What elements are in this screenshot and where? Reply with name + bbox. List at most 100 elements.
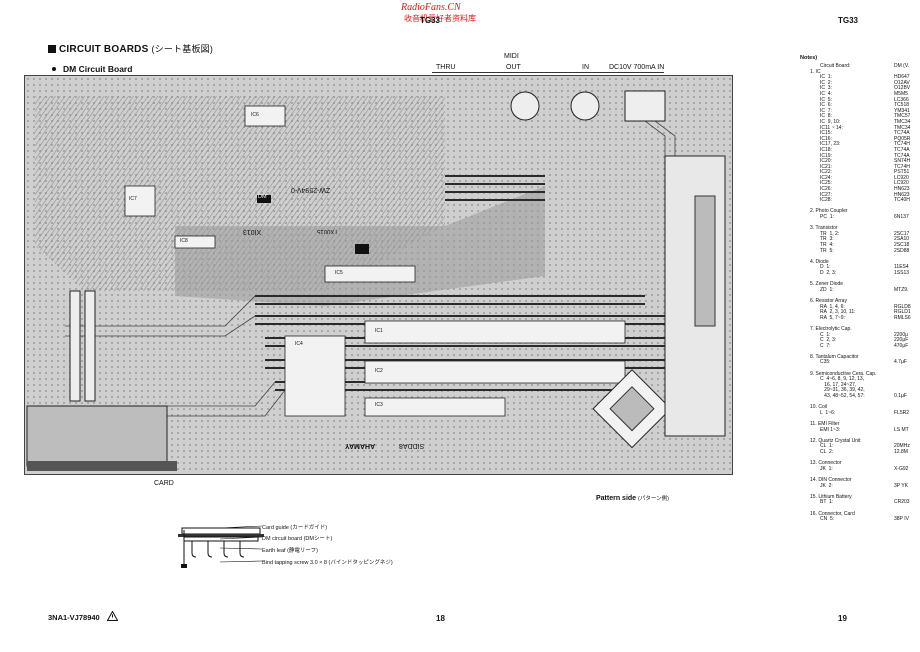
notes-row: 4. Diode [808, 259, 920, 266]
notes-row: Circuit Board:DM (V. [808, 63, 920, 70]
notes-row: C 1:2200μ [808, 332, 920, 339]
notes-row: D 2, 3:1SS13 [808, 270, 920, 277]
notes-row-label: 7. Electrolytic Cap. [810, 325, 852, 332]
silk-sidda8: SIDDA8 [399, 442, 425, 449]
notes-row: C 4~6, 8, 9, 12, 13, [808, 377, 920, 383]
card-label: CARD [154, 480, 174, 487]
notes-row-label: IC 2: [820, 79, 832, 86]
warning-triangle-icon [106, 610, 119, 621]
notes-row-label: 2. Photo Coupler [810, 208, 848, 215]
notes-row: IC 3:O12BV [808, 86, 920, 92]
notes-row-label: 15. Lithium Battery [810, 493, 852, 500]
notes-row-label: TR 5: [820, 247, 834, 254]
bullet-square-icon [48, 45, 56, 53]
silk-zw: ZW-2594V-0 [291, 186, 331, 193]
notes-row-value: LC366 [894, 96, 909, 103]
notes-row-value: 2SA10 [894, 236, 910, 243]
notes-row-label: IC15: [820, 130, 832, 137]
notes-row: 16. Connector, Card [808, 511, 920, 518]
notes-row-label: TR 3: [820, 236, 834, 243]
notes-row-value: X-G92 [894, 465, 909, 472]
notes-row-value: TMC34 [894, 118, 911, 125]
notes-row-label: IC 6: [820, 102, 832, 109]
notes-row: TR 1, 2:2SC17 [808, 231, 920, 238]
notes-row-label: RA 5, 7~9: [820, 314, 845, 321]
notes-row: 13. Connector [808, 461, 920, 467]
notes-row-label: 11. EMI Filter [810, 421, 840, 427]
connector-divider [432, 72, 664, 73]
notes-row-value: LS MT [894, 426, 909, 433]
notes-row-value: 4.7μF [894, 359, 907, 366]
notes-row-label: EMI 1~3: [820, 426, 841, 433]
notes-row-label: 14. DIN Connector [810, 476, 852, 483]
notes-row-label: IC28: [820, 197, 832, 204]
notes-row-label: 12. Quartz Crystal Unit [810, 437, 861, 444]
notes-row-label: CL 2: [820, 448, 834, 455]
notes-row: IC22:PST51 [808, 170, 920, 176]
notes-row-label: 43, 48~52, 54, 57: [820, 393, 865, 400]
notes-row: IC28: TC40H [808, 198, 920, 204]
notes-row-label: JK 1: [820, 465, 833, 472]
notes-row-label: CN 5: [820, 516, 835, 523]
pattern-side-label: Pattern side (パターン側) [596, 494, 669, 502]
notes-row: 9. Semiconductive Cera. Cap. [808, 371, 920, 378]
notes-row-label: PC 1: [820, 214, 834, 221]
notes-row-label: IC 1: [820, 74, 832, 81]
model-right: TG33 [838, 16, 859, 25]
notes-row: ZD 1:MTZ9. [808, 286, 920, 294]
notes-row: 43, 48~52, 54, 57:0.1μF [808, 393, 920, 400]
notes-row-value: FL5R2 [894, 409, 910, 416]
notes-row-value: TC518 [894, 102, 910, 109]
silk-ahamay: AHAMAY [345, 442, 376, 449]
notes-row: TR 4:2SC18 [808, 242, 920, 249]
notes-row: 12. Quartz Crystal Unit [808, 437, 920, 445]
notes-row-label: IC18: [820, 146, 832, 153]
notes-row: IC 6: TC518 [808, 103, 920, 109]
notes-row-label: 13. Connector [810, 460, 842, 467]
notes-row-value: HN623 [894, 186, 910, 193]
notes-row-label: IC20: [820, 158, 832, 165]
silk-xi013: XI013 [243, 228, 262, 235]
legend-earth-leaf: Earth leaf (静電リーフ) [262, 548, 318, 554]
notes-row: IC27:HN623 [808, 192, 920, 199]
notes-row: TR 5:2SD88 [808, 247, 920, 255]
notes-row-label: 16, 17, 24~27, [820, 381, 857, 388]
notes-row-value: O12BV [894, 85, 911, 92]
notes-row-value: RGLD1 [894, 309, 911, 316]
power-label: DC10V 700mA IN [609, 64, 665, 71]
notes-row-label: C 2, 3: [820, 337, 837, 344]
pattern-side-jp: (パターン側) [638, 496, 669, 502]
ic-mark: IC8 [180, 238, 188, 244]
midi-label: MIDI [504, 53, 519, 60]
dm-circuit-board: XI013 ZW-2594V-0 TX0015 AHAMAY SIDDA8 DM… [24, 75, 733, 475]
notes-row-label: IC 9, 10: [820, 118, 841, 125]
notes-row-value: TC74H [894, 141, 910, 148]
notes-row-value: MTZ9. [894, 286, 909, 293]
board-title: DM Circuit Board [52, 64, 132, 74]
notes-row: BT 1:CR203 [808, 500, 920, 506]
page-number-left: 18 [436, 614, 445, 623]
notes-row-value: 38P IV [894, 516, 909, 523]
legend-screw: Bind tapping screw 3.0 × 8 (バインドタッピングネジ) [262, 560, 393, 566]
notes-row-value: 2SC18 [894, 242, 910, 248]
notes-row: IC 4:M5M5 [808, 90, 920, 98]
notes-row-value: LC920 [894, 180, 909, 187]
ic-mark: IC3 [375, 402, 383, 408]
notes-row: CL 2:12.8M [808, 448, 920, 456]
notes-row-value: TC74A [894, 130, 910, 137]
notes-row-label: IC 8: [820, 113, 832, 120]
document-number-text: 3NA1-VJ78940 [48, 613, 100, 622]
notes-row-value: 470μF [894, 342, 909, 349]
notes-row: 2. Photo Coupler [808, 209, 920, 215]
notes-row: L 1~6:FL5R2 [808, 409, 920, 417]
notes-row: 8. Tantalum Capacitor [808, 354, 920, 361]
notes-row: IC24:LC920 [808, 175, 920, 182]
notes-row-value: M5M5 [894, 90, 908, 97]
notes-row: TR 3: 2SA10 [808, 237, 920, 243]
notes-row-label: 10. Coil [810, 404, 827, 411]
pattern-side-text: Pattern side [596, 495, 637, 502]
notes-row: 15. Lithium Battery [808, 493, 920, 501]
out-label: OUT [506, 64, 521, 71]
notes-row: 29~31, 36, 39, 42, [808, 388, 920, 394]
notes-row-value: TC40H [894, 197, 910, 204]
